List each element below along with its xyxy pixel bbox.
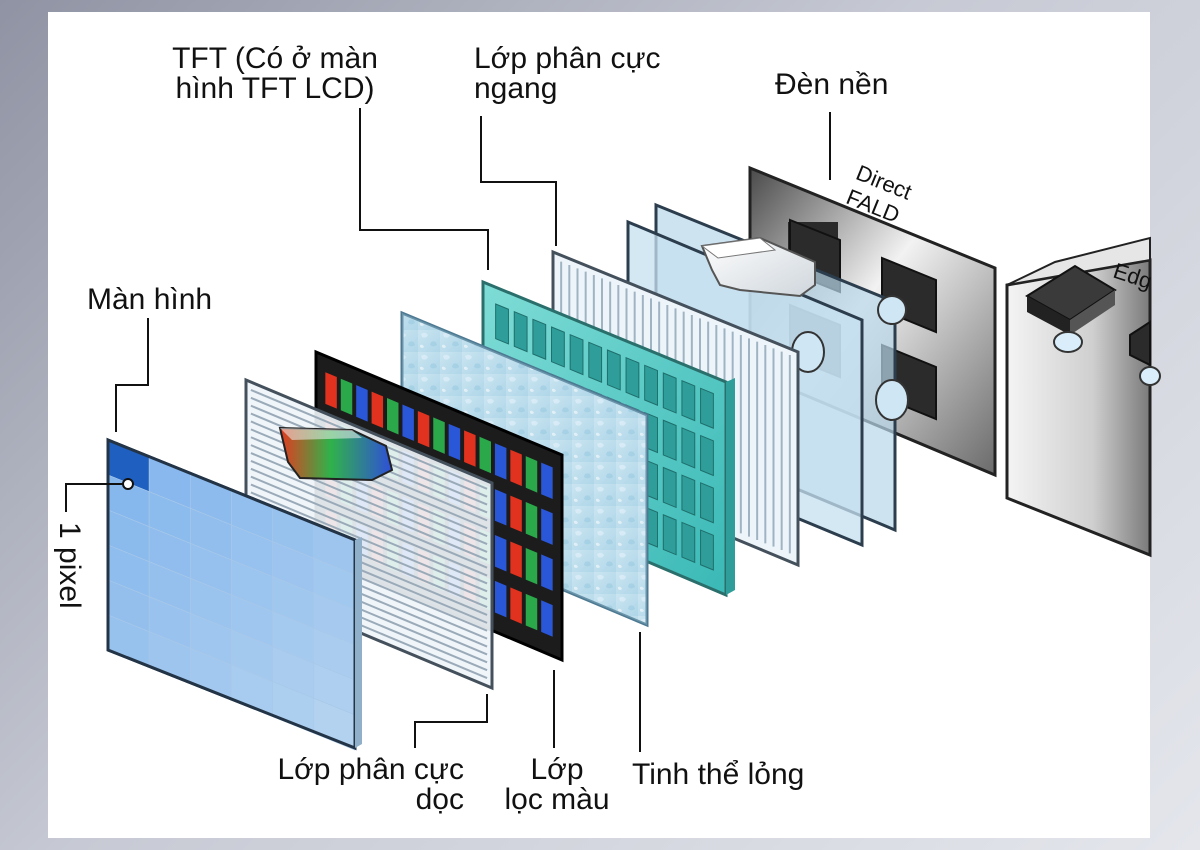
polarizer-stripe bbox=[250, 483, 488, 585]
white-light-arrow bbox=[700, 236, 816, 298]
tft-cell bbox=[700, 434, 714, 477]
tft-cell bbox=[551, 326, 565, 368]
tft-cell bbox=[700, 387, 714, 429]
label-color-filter: Lớp lọc màu bbox=[498, 755, 616, 815]
label-color-filter-line2: lọc màu bbox=[504, 783, 610, 816]
tft-cell bbox=[662, 514, 677, 556]
tft-cell bbox=[532, 318, 547, 360]
tft-cell bbox=[513, 310, 528, 353]
tft-cell bbox=[588, 341, 603, 383]
polarizer-stripe bbox=[250, 491, 488, 593]
color-filter-cell bbox=[541, 462, 553, 500]
color-filter-cell bbox=[479, 436, 491, 474]
label-screen: Màn hình bbox=[87, 283, 213, 316]
label-backlight: Đèn nền bbox=[775, 68, 889, 101]
tft-cell bbox=[662, 466, 677, 509]
color-filter-cell bbox=[494, 443, 507, 480]
polarizer-stripe bbox=[250, 475, 488, 577]
label-tft-line1: TFT (Có ở màn bbox=[172, 42, 378, 75]
color-filter-cell bbox=[541, 554, 553, 591]
label-liquid-crystal: Tinh thể lỏng bbox=[632, 758, 805, 791]
color-filter-cell bbox=[433, 417, 445, 454]
tft-cell bbox=[681, 379, 696, 422]
color-filter-cell bbox=[387, 398, 399, 435]
tft-cell bbox=[662, 419, 677, 461]
color-filter-cell bbox=[402, 404, 414, 441]
leader-polarizer-horizontal bbox=[480, 116, 557, 246]
label-polarizer-vertical-line1: Lớp phân cực bbox=[277, 753, 464, 786]
tft-cell bbox=[681, 427, 696, 469]
leader-polarizer-vertical bbox=[414, 694, 488, 748]
color-filter-cell bbox=[525, 547, 538, 585]
tft-cell bbox=[625, 356, 640, 399]
leader-tft bbox=[359, 108, 489, 270]
color-filter-cell bbox=[510, 541, 522, 578]
label-polarizer-vertical: Lớp phân cực dọc bbox=[268, 755, 464, 815]
color-filter-cell bbox=[525, 502, 538, 539]
color-filter-cell bbox=[325, 372, 337, 409]
color-filter-cell bbox=[541, 600, 553, 637]
color-filter-cell bbox=[510, 587, 522, 624]
color-filter-cell bbox=[464, 430, 476, 467]
color-filter-cell bbox=[494, 489, 507, 526]
color-filter-cell bbox=[417, 410, 430, 448]
tft-cell bbox=[644, 364, 658, 406]
tft-cell bbox=[495, 303, 509, 345]
leader-pixel bbox=[65, 483, 128, 512]
label-polarizer-horizontal-line2: ngang bbox=[474, 72, 558, 105]
edge-backlight-panel bbox=[1005, 236, 1161, 558]
color-filter-cell bbox=[525, 456, 538, 493]
color-filter-cell bbox=[510, 449, 522, 487]
color-filter-cell bbox=[541, 508, 553, 545]
rgb-light-arrow bbox=[278, 426, 394, 482]
label-polarizer-horizontal-line1: Lớp phân cực bbox=[474, 42, 661, 75]
label-tft-line2: hình TFT LCD) bbox=[175, 72, 375, 105]
edge-led-left bbox=[1025, 264, 1117, 353]
label-color-filter-line1: Lớp bbox=[530, 753, 584, 786]
polarizer-stripe bbox=[250, 467, 488, 569]
label-polarizer-vertical-line2: dọc bbox=[415, 783, 464, 816]
tft-cell bbox=[606, 349, 621, 391]
color-filter-cell bbox=[510, 495, 522, 533]
tft-cell bbox=[569, 333, 584, 376]
pixel-marker bbox=[122, 478, 134, 490]
color-filter-cell bbox=[494, 580, 507, 618]
screen-panel bbox=[106, 437, 362, 751]
tft-cell bbox=[662, 372, 677, 414]
label-tft: TFT (Có ở màn hình TFT LCD) bbox=[165, 44, 385, 104]
color-filter-cell bbox=[371, 391, 384, 429]
tft-cell bbox=[700, 482, 714, 524]
color-filter-cell bbox=[494, 535, 507, 572]
label-one-pixel: 1 pixel bbox=[53, 522, 86, 609]
color-filter-cell bbox=[525, 593, 538, 631]
edge-led-right bbox=[1129, 320, 1161, 386]
tft-cell bbox=[700, 529, 714, 571]
polarizer-stripe bbox=[250, 452, 488, 553]
tft-cell bbox=[681, 521, 696, 564]
label-polarizer-horizontal: Lớp phân cực ngang bbox=[474, 44, 661, 104]
polarizer-stripe bbox=[250, 459, 488, 561]
tft-cell bbox=[681, 474, 696, 516]
color-filter-cell bbox=[356, 385, 368, 422]
leader-lines bbox=[65, 108, 831, 752]
color-filter-cell bbox=[340, 378, 353, 416]
leader-screen bbox=[115, 318, 149, 432]
color-filter-cell bbox=[448, 423, 461, 461]
